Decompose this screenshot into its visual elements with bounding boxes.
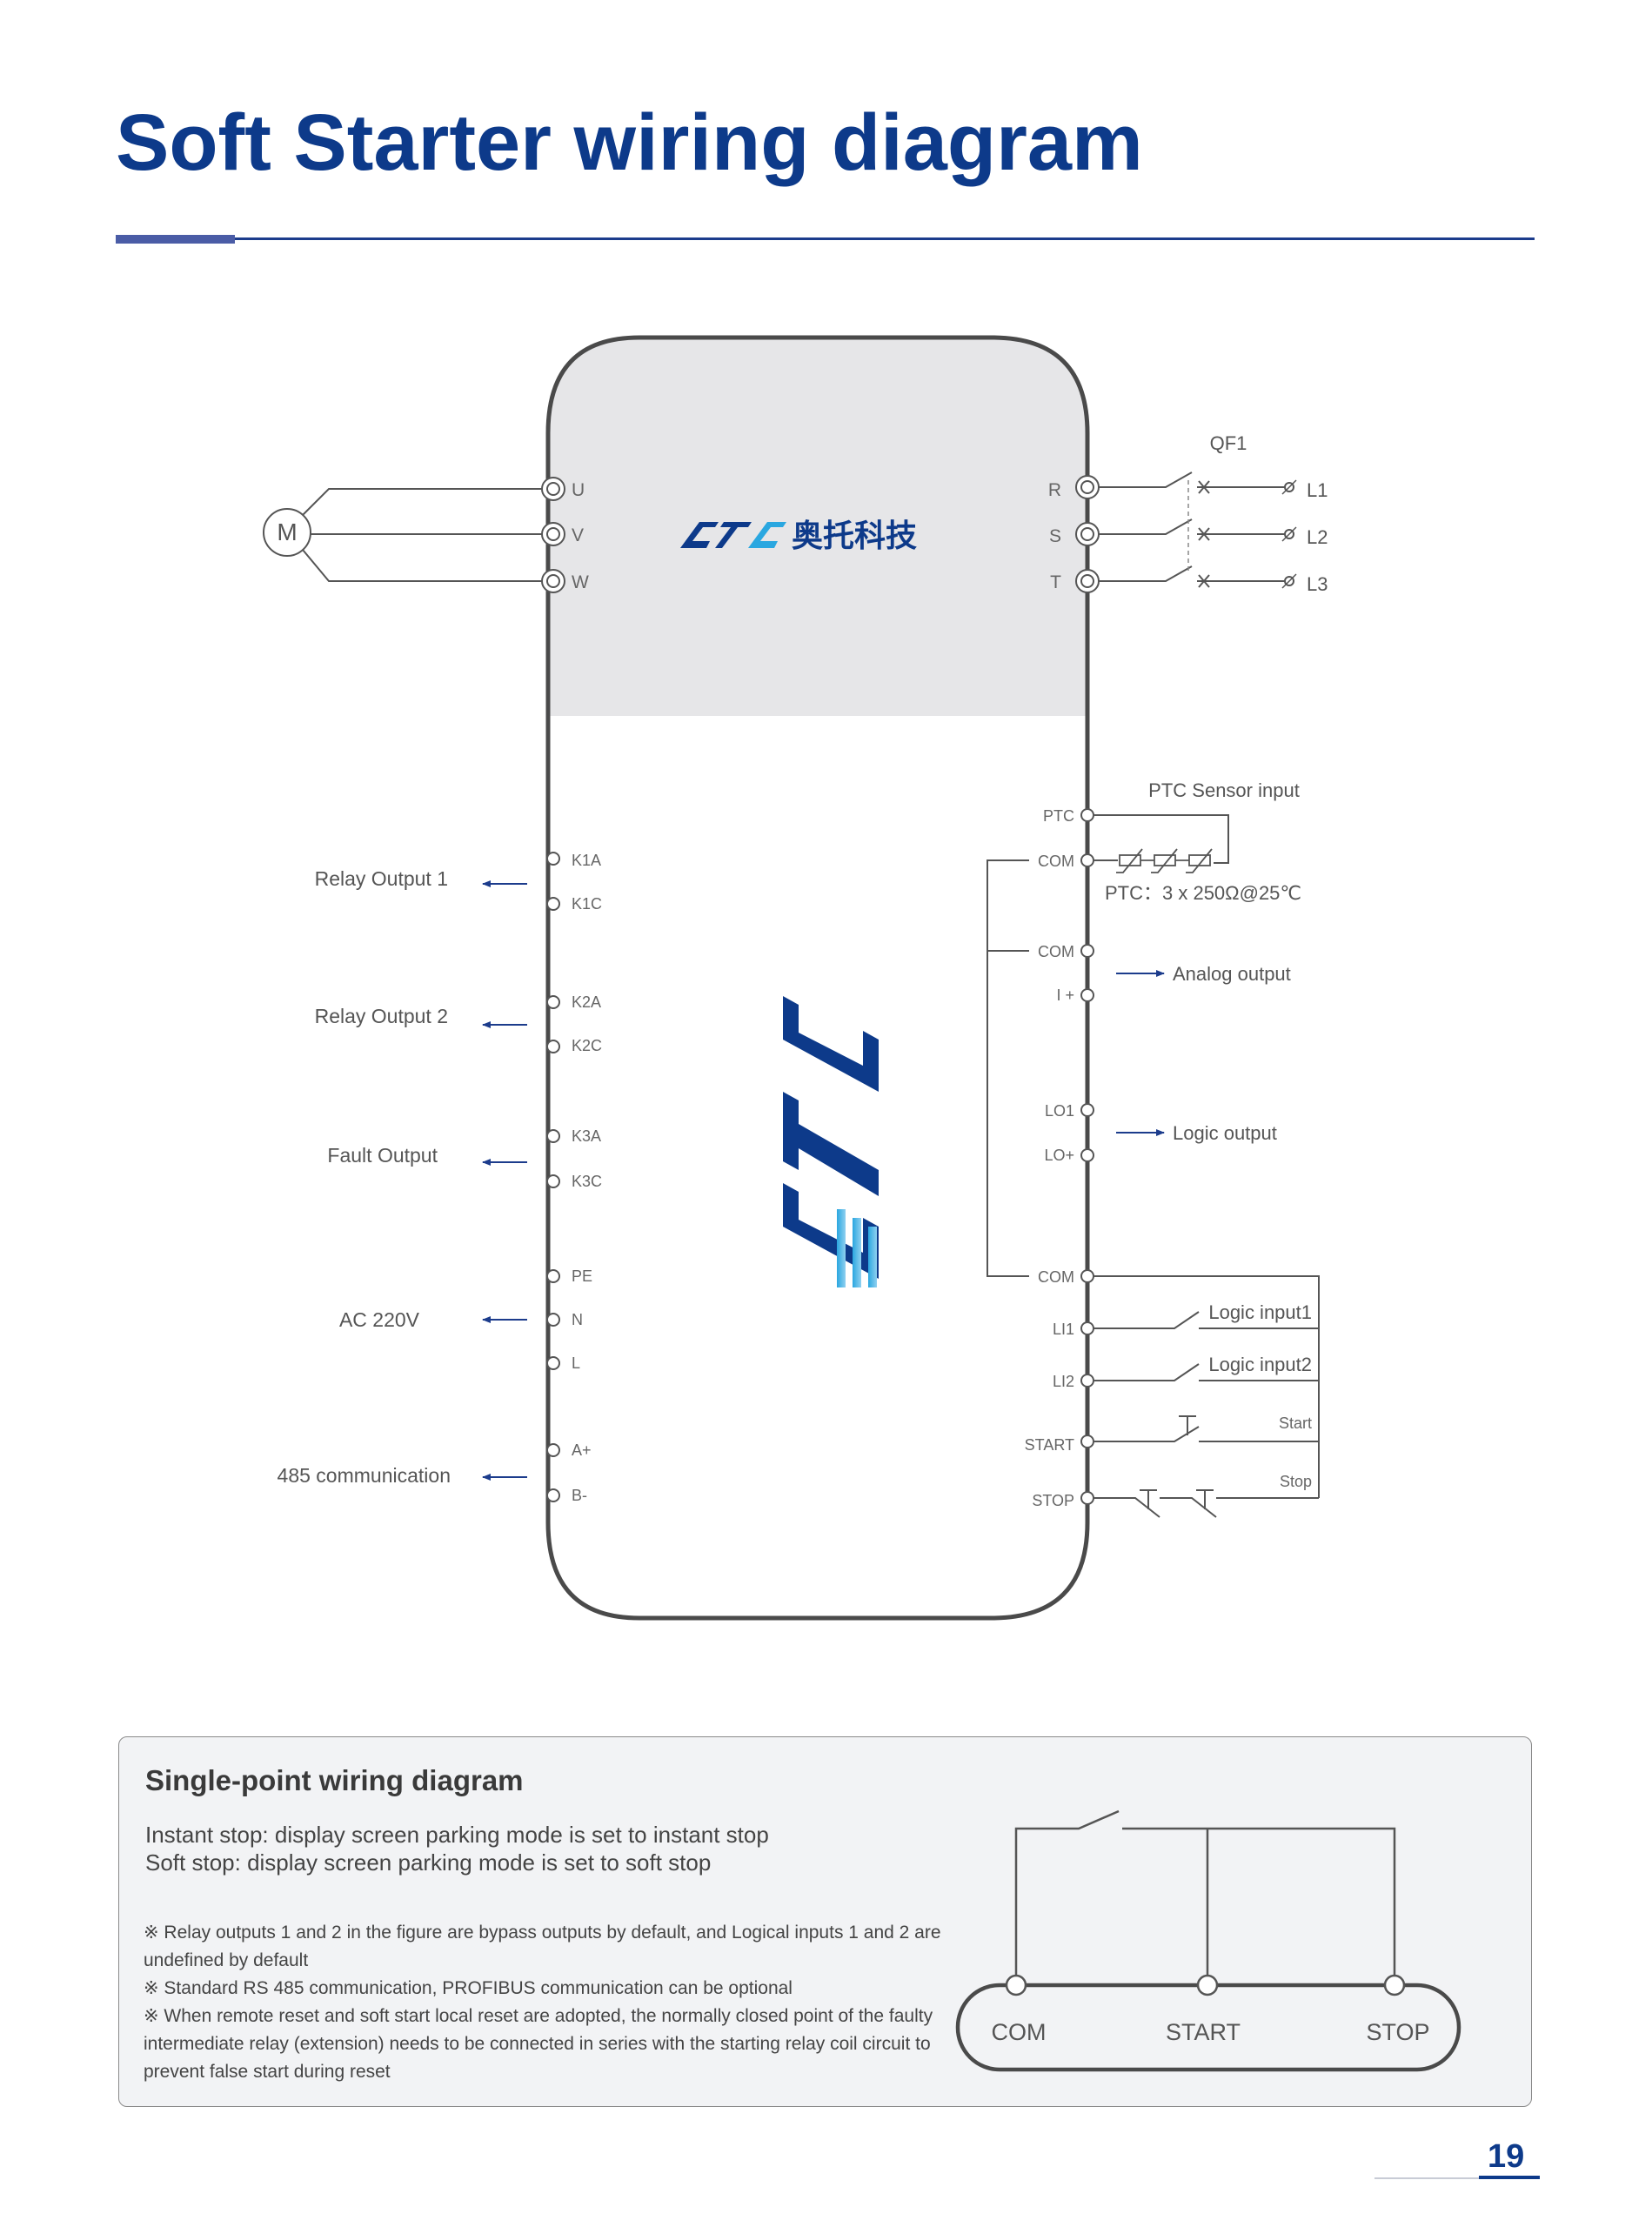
terminal-stop: STOP	[1032, 1492, 1074, 1509]
fault-output-label: Fault Output	[327, 1144, 438, 1167]
line-l1: L1	[1307, 479, 1328, 501]
title-underline	[116, 237, 1535, 240]
left-arrow-icons	[482, 880, 527, 1481]
stop-button-label: Stop	[1280, 1473, 1312, 1490]
relay-output-1-label: Relay Output 1	[315, 867, 448, 890]
note-relay: ※ Relay outputs 1 and 2 in the figure ar…	[144, 1923, 941, 1970]
relay-output-2-label: Relay Output 2	[315, 1005, 448, 1027]
line-l2: L2	[1307, 526, 1328, 548]
terminal-i-plus: I +	[1056, 986, 1074, 1004]
note-rs485: ※ Standard RS 485 communication, PROFIBU…	[144, 1978, 793, 1998]
page-number: 19	[1488, 2138, 1525, 2175]
logo-chinese-text: 奥托科技	[792, 518, 917, 553]
terminal-v: V	[572, 525, 584, 545]
control-inputs-circuit	[1094, 1275, 1320, 1518]
terminal-li1: LI1	[1053, 1321, 1074, 1338]
start-button-label: Start	[1279, 1414, 1312, 1432]
terminal-a-plus: A+	[572, 1441, 592, 1459]
terminal-lo-plus: LO+	[1044, 1147, 1074, 1164]
motor-icon: M	[263, 488, 553, 582]
ptc-sensor-label: PTC Sensor input	[1148, 779, 1300, 801]
terminal-li2: LI2	[1053, 1373, 1074, 1390]
logic-input2-label: Logic input2	[1208, 1354, 1312, 1375]
terminal-w: W	[572, 572, 589, 592]
terminal-k2a: K2A	[572, 993, 601, 1011]
brand-logo: 奥托科技	[680, 518, 917, 553]
right-terminals	[1080, 808, 1094, 1505]
motor-label: M	[277, 518, 297, 545]
title-underline-accent	[116, 235, 235, 244]
output-labels: Analog output Logic output	[1116, 963, 1291, 1144]
ata-vertical-logo-icon	[783, 996, 879, 1287]
page-number-rule	[1374, 2177, 1540, 2179]
terminal-lo1: LO1	[1045, 1102, 1074, 1120]
ptc-sensor-circuit: PTC Sensor input PTC：3 x 250Ω@25℃	[1094, 779, 1301, 904]
analog-output-label: Analog output	[1173, 963, 1291, 985]
ata-mark-icon	[680, 522, 786, 548]
note-reset: ※ When remote reset and soft start local…	[144, 2006, 933, 2082]
right-terminal-labels: PTC COM COM I + LO1 LO+ COM LI1 LI2 STAR…	[1025, 807, 1074, 1509]
output-terminals: U V W	[541, 477, 589, 593]
wiring-diagram: 奥托科技 M U V W R S T QF1	[263, 335, 1328, 1621]
com-bus	[987, 859, 1029, 1277]
breaker-qf1: QF1 L1 L2 L3	[1099, 432, 1328, 595]
page-title: Soft Starter wiring diagram	[116, 98, 1143, 187]
terminal-com-3: COM	[1038, 1268, 1074, 1286]
rs485-label: 485 communication	[278, 1464, 451, 1487]
terminal-n: N	[572, 1311, 583, 1328]
breaker-label: QF1	[1210, 432, 1247, 454]
terminal-com-2: COM	[1038, 943, 1074, 960]
line-l3: L3	[1307, 573, 1328, 595]
left-terminals	[546, 852, 560, 1502]
logic-input1-label: Logic input1	[1208, 1301, 1312, 1323]
ptc-spec-label: PTC：3 x 250Ω@25℃	[1105, 882, 1301, 904]
single-point-title: Single-point wiring diagram	[145, 1764, 524, 1796]
terminal-l: L	[572, 1354, 580, 1372]
control-input-labels: Logic input1 Logic input2 Start Stop	[1208, 1301, 1312, 1490]
terminal-r: R	[1048, 480, 1061, 500]
terminal-start: START	[1025, 1436, 1074, 1454]
terminal-k1a: K1A	[572, 852, 601, 869]
terminal-k1c: K1C	[572, 895, 602, 913]
terminal-ptc: PTC	[1043, 807, 1074, 825]
terminal-u: U	[572, 480, 585, 500]
device-body	[545, 335, 1090, 1621]
terminal-t: T	[1050, 572, 1061, 592]
ac-220v-label: AC 220V	[339, 1308, 420, 1331]
terminal-pe: PE	[572, 1267, 592, 1285]
page-number-accent	[1479, 2176, 1540, 2179]
terminal-com-1: COM	[1038, 853, 1074, 870]
terminal-k3c: K3C	[572, 1173, 602, 1190]
instant-stop-text: Instant stop: display screen parking mod…	[145, 1822, 769, 1848]
terminal-s: S	[1049, 526, 1061, 546]
logic-output-label: Logic output	[1173, 1122, 1277, 1144]
thermistor-icon	[1116, 848, 1213, 873]
left-terminal-labels: K1A K1C K2A K2C K3A K3C PE N L A+ B-	[572, 852, 602, 1504]
terminal-b-minus: B-	[572, 1487, 587, 1504]
terminal-k2c: K2C	[572, 1037, 602, 1054]
soft-stop-text: Soft stop: display screen parking mode i…	[145, 1849, 712, 1876]
terminal-k3a: K3A	[572, 1127, 601, 1145]
left-group-labels: Relay Output 1 Relay Output 2 Fault Outp…	[278, 867, 527, 1487]
